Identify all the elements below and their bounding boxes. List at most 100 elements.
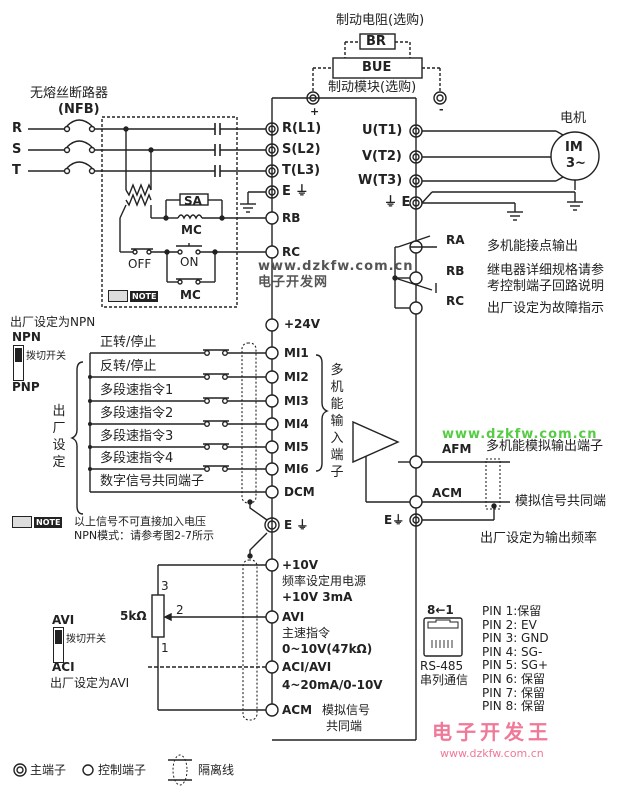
di-common-label: 数字信号共同端子 [100, 474, 205, 489]
aci-desc: 4~20mA/0-10V [282, 678, 383, 692]
pin-item: PIN 5: SG+ [482, 658, 549, 673]
main-terminal-rl1 [265, 122, 279, 136]
npn-pnp-switch[interactable] [13, 345, 24, 381]
di-label-3: 多段速指令1 [100, 383, 174, 398]
label-e-out: E⏚ [384, 513, 405, 527]
acm-desc2: 共同端 [326, 719, 363, 733]
terminal-mi1 [265, 346, 279, 360]
label-mi3: MI3 [284, 394, 309, 408]
label-rb: RB [282, 211, 301, 225]
pin-item: PIN 2: EV [482, 617, 537, 632]
terminal-mi4 [265, 417, 279, 431]
off-button-label: OFF [128, 257, 152, 271]
motor-im: IM [565, 140, 583, 155]
pencil-icon [108, 290, 128, 302]
braking-unit-title: 制动模块(选购) [328, 80, 417, 95]
label-rl1: R(L1) [282, 121, 322, 136]
switch-aci-label: ACI [52, 660, 75, 674]
mc-coil-label: MC [181, 223, 202, 237]
mc-coil [177, 214, 203, 220]
factory-npn-label: 出厂设定为NPN [10, 315, 96, 329]
switch-knob [55, 630, 62, 644]
label-afm: AFM [442, 442, 472, 456]
watermark-site-1: 电子开发网 [258, 275, 329, 290]
terminal-rc-relay [409, 301, 423, 315]
label-mi4: MI4 [284, 417, 309, 431]
note-label: NOTE [130, 290, 159, 302]
transformer-coil-1 [125, 183, 152, 197]
avi-aci-switch[interactable] [53, 627, 64, 663]
relay-desc-rc: 出厂设定为故障指示 [487, 301, 605, 316]
npn-switch-label: 拨切开关 [26, 351, 66, 362]
terminal-plus10v [265, 558, 279, 572]
legend-shield: 隔离线 [198, 763, 235, 777]
terminal-acm [265, 703, 279, 717]
plus10v-desc2: +10V 3mA [282, 590, 353, 604]
pencil-icon [12, 516, 32, 528]
rs485-desc: 串列通信 [420, 673, 469, 687]
label-plus10v: +10V [282, 558, 319, 572]
relay-desc-rb-2: 考控制端子回路说明 [487, 279, 605, 294]
meter-triangle [352, 420, 400, 464]
label-plus24v: +24V [284, 317, 321, 331]
terminal-rc [265, 245, 279, 259]
label-mi6: MI6 [284, 462, 309, 476]
input-t: T [12, 163, 21, 178]
shield-ai [242, 559, 258, 721]
note-badge-2: NOTE [12, 516, 63, 528]
di-label-2: 反转/停止 [100, 359, 157, 374]
pin-item: PIN 1:保留 [482, 604, 542, 618]
shield-di [241, 342, 257, 504]
switch-knob [15, 348, 22, 362]
input-s: S [12, 142, 22, 157]
main-terminal-sl2 [265, 143, 279, 157]
terminal-mi6 [265, 462, 279, 476]
label-rc: RC [282, 245, 301, 259]
ground-icon: ⏚ [295, 184, 309, 199]
terminal-acm-out [409, 495, 423, 509]
legend-main-terminal: 主端子 [30, 763, 67, 777]
pin-item: PIN 3: GND [482, 631, 549, 646]
di-label-4: 多段速指令2 [100, 406, 174, 421]
rs485-pin-order: 8←1 [427, 603, 454, 617]
input-r: R [12, 121, 23, 136]
mi-group-vertical: 多机能输入端子 [330, 363, 344, 480]
plus-label: + [310, 105, 320, 118]
br-box [359, 33, 396, 50]
label-acm-out: ACM [432, 486, 463, 500]
di-label-6: 多段速指令4 [100, 451, 174, 466]
pin-item: PIN 4: SG- [482, 644, 543, 659]
note-badge-1: NOTE [108, 290, 159, 302]
rs485-name: RS-485 [420, 659, 464, 673]
di-label-1: 正转/停止 [100, 335, 157, 350]
breaker-title: 无熔丝断路器 [30, 86, 109, 101]
note2-line1: 以上信号不可直接加入电压 [74, 515, 206, 528]
pot-pin1: 1 [161, 641, 169, 655]
terminal-mi2 [265, 370, 279, 384]
pot-pin3: 3 [161, 579, 169, 593]
main-terminal-e-out [409, 513, 423, 527]
ground-icon: ⏚ [392, 513, 405, 527]
motor-title: 电机 [560, 111, 587, 126]
bue-label: BUE [362, 60, 392, 75]
relay-desc-ra: 多机能接点输出 [487, 239, 579, 254]
terminal-afm [409, 455, 423, 469]
bue-box [332, 57, 423, 79]
plus-terminal [306, 91, 320, 105]
ground-icon: ⏚ [384, 195, 398, 210]
label-w: W(T3) [358, 173, 403, 188]
watermark-url-1: www.dzkfw.com.cn [258, 259, 414, 274]
potentiometer [151, 594, 165, 638]
label-u: U(T1) [362, 123, 403, 138]
ao-factory-label: 出厂设定为输出频率 [480, 531, 598, 546]
minus-terminal [433, 91, 447, 105]
pin-item: PIN 8: 保留 [482, 699, 546, 714]
label-e-motor: ⏚ E [384, 195, 411, 210]
brace-mi [315, 354, 329, 472]
label-ra: RA [446, 233, 465, 247]
braking-resistor-title: 制动电阻(选购) [336, 13, 425, 28]
legend-main-terminal-symbol [13, 763, 27, 777]
rs485-pin-list: PIN 1:保留 PIN 2: EV PIN 3: GND PIN 4: SG-… [482, 604, 549, 714]
terminal-mi3 [265, 394, 279, 408]
legend-shield-symbol [168, 754, 192, 786]
